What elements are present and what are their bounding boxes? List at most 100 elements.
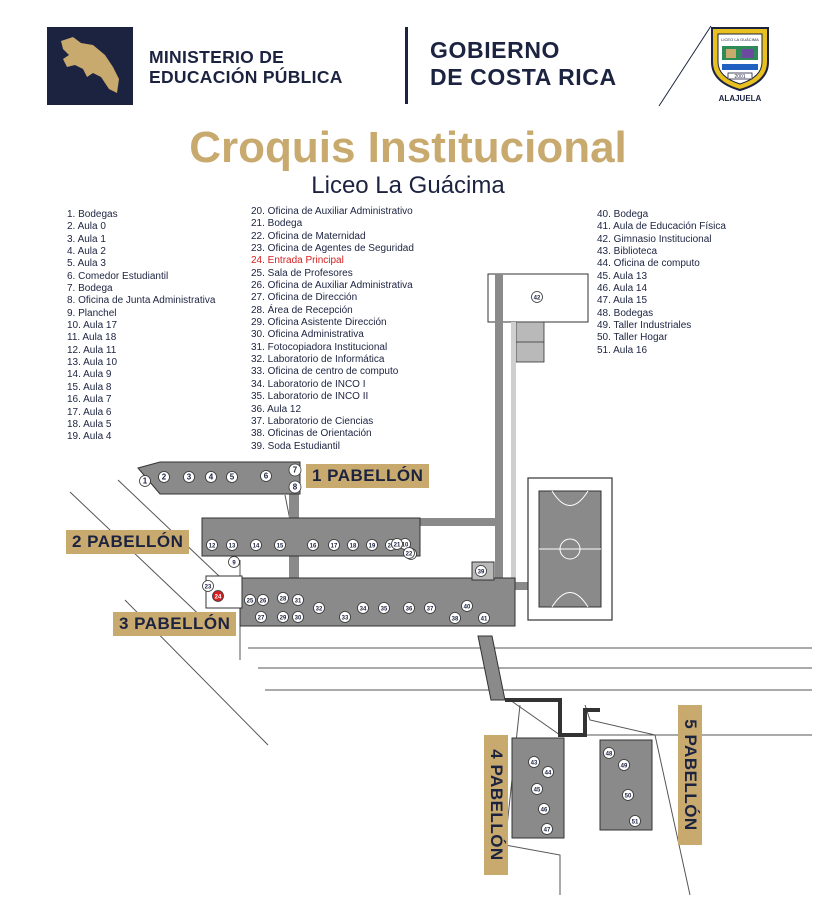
room-marker-21 — [391, 538, 403, 550]
room-marker-37 — [424, 602, 436, 614]
legend-item: 16. Aula 7 — [67, 394, 112, 406]
room-marker-44 — [542, 766, 554, 778]
room-marker-41 — [478, 612, 490, 624]
legend-item: 48. Bodegas — [597, 307, 654, 319]
room-marker-4 — [205, 471, 217, 483]
legend-item: 26. Oficina de Auxiliar Administrativa — [251, 280, 413, 292]
legend-item: 1. Bodegas — [67, 209, 118, 220]
room-marker-26 — [257, 594, 269, 606]
legend-item: 6. Comedor Estudiantil — [67, 270, 169, 282]
room-marker-46 — [538, 803, 550, 815]
room-marker-40 — [461, 600, 473, 612]
legend-item: 28. Área de Recepción — [251, 304, 353, 316]
legend-item: 3. Aula 1 — [67, 233, 106, 245]
school-crest-icon: 2001 LICEO LA GUÁCIMA — [711, 27, 769, 92]
room-marker-33 — [339, 611, 351, 623]
legend-item: 7. Bodega — [67, 283, 113, 295]
room-marker-15 — [274, 539, 286, 551]
room-marker-24 — [212, 590, 224, 602]
room-marker-3 — [183, 471, 195, 483]
legend-item: 13. Aula 10 — [67, 357, 118, 369]
ministry-name: MINISTERIO DE EDUCACIÓN PÚBLICA — [149, 47, 343, 87]
legend-item: 31. Fotocopiadora Institucional — [251, 341, 388, 353]
room-number-22: 22 — [406, 552, 413, 558]
room-number-2: 2 — [162, 473, 167, 482]
legend-item: 11. Aula 18 — [67, 332, 117, 344]
government-name: GOBIERNO DE COSTA RICA — [430, 37, 617, 90]
room-marker-28 — [277, 592, 289, 604]
room-marker-36 — [403, 602, 415, 614]
legend-item: 20. Oficina de Auxiliar Administrativo — [251, 206, 413, 217]
room-number-33: 33 — [342, 616, 349, 622]
ministry-logo — [47, 27, 133, 105]
room-number-8: 8 — [293, 483, 298, 492]
legend-item: 25. Sala de Profesores — [251, 267, 353, 279]
room-number-1: 1 — [143, 477, 148, 486]
room-number-30: 30 — [295, 616, 302, 622]
pavilion-1-label: 1 PABELLÓN — [306, 464, 430, 488]
room-number-5: 5 — [230, 473, 235, 482]
room-marker-12 — [206, 539, 218, 551]
room-marker-34 — [357, 602, 369, 614]
legend-item: 32. Laboratorio de Informática — [251, 354, 385, 366]
pavilion-2-label: 2 PABELLÓN — [66, 530, 190, 554]
room-number-3: 3 — [187, 473, 192, 482]
pavilion-3-label: 3 PABELLÓN — [113, 612, 237, 636]
room-marker-25 — [244, 594, 256, 606]
room-marker-35 — [378, 602, 390, 614]
room-marker-7 — [288, 463, 302, 477]
legend-item: 42. Gimnasio Institucional — [597, 233, 712, 245]
legend-item: 37. Laboratorio de Ciencias — [251, 415, 374, 427]
legend-item: 35. Laboratorio de INCO II — [251, 391, 369, 403]
room-number-34: 34 — [360, 607, 367, 613]
room-marker-39 — [475, 565, 487, 577]
room-marker-50 — [622, 789, 634, 801]
room-marker-22 — [403, 547, 415, 559]
legend-item: 18. Aula 5 — [67, 418, 112, 430]
room-number-4: 4 — [209, 473, 214, 482]
room-number-50: 50 — [625, 794, 632, 800]
legend-item: 14. Aula 9 — [67, 369, 112, 381]
room-number-49: 49 — [621, 764, 628, 770]
legend-item: 34. Laboratorio de INCO I — [251, 378, 366, 390]
room-number-44: 44 — [545, 771, 552, 777]
room-number-26: 26 — [260, 599, 267, 605]
legend-item: 44. Oficina de computo — [597, 258, 700, 270]
crest-city-label: ALAJUELA — [718, 94, 762, 103]
room-number-31: 31 — [295, 599, 302, 605]
room-number-24: 24 — [215, 595, 222, 601]
room-number-38: 38 — [452, 617, 459, 623]
legend-item: 51. Aula 16 — [597, 344, 648, 356]
room-number-45: 45 — [534, 788, 541, 794]
legend-item: 30. Oficina Administrativa — [251, 329, 364, 341]
legend-item: 23. Oficina de Agentes de Seguridad — [251, 243, 414, 255]
room-marker-27 — [255, 611, 267, 623]
room-number-9: 9 — [232, 561, 236, 567]
room-number-13: 13 — [229, 544, 236, 550]
room-number-51: 51 — [632, 820, 639, 826]
room-number-32: 32 — [316, 607, 323, 613]
room-marker-23 — [202, 580, 214, 592]
svg-text:LICEO LA GUÁCIMA: LICEO LA GUÁCIMA — [721, 37, 759, 42]
legend-item: 38. Oficinas de Orientación — [251, 428, 372, 440]
legend-item: 41. Aula de Educación Física — [597, 221, 726, 233]
room-marker-5 — [226, 471, 238, 483]
room-number-16: 16 — [310, 544, 317, 550]
room-number-18: 18 — [350, 544, 357, 550]
legend-item: 9. Planchel — [67, 307, 117, 319]
legend-item: 19. Aula 4 — [67, 431, 112, 443]
room-marker-45 — [531, 783, 543, 795]
legend-item: 2. Aula 0 — [67, 221, 106, 233]
legend-item: 4. Aula 2 — [67, 246, 106, 258]
legend-item: 45. Aula 13 — [597, 270, 648, 282]
room-marker-38 — [449, 612, 461, 624]
room-number-41: 41 — [481, 617, 488, 623]
page-title: Croquis Institucional — [189, 123, 627, 172]
room-number-37: 37 — [427, 607, 434, 613]
room-number-12: 12 — [209, 544, 216, 550]
room-number-19: 19 — [369, 544, 376, 550]
room-marker-49 — [618, 759, 630, 771]
